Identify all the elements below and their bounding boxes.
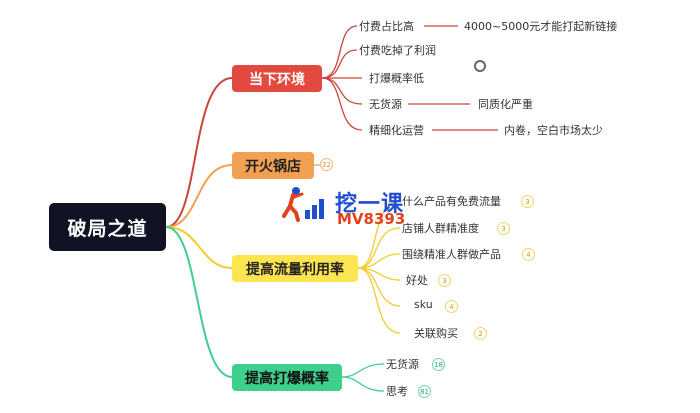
leaf-store-crowd[interactable]: 店铺人群精准度: [402, 222, 479, 235]
leaf-crowd-product-badge: 4: [522, 248, 535, 261]
root-node[interactable]: 破局之道: [49, 203, 166, 251]
leaf-benefit-badge: 3: [438, 274, 451, 287]
leaf-related-purchase-badge: 2: [474, 327, 487, 340]
connector-red-4: [321, 77, 363, 105]
leaf-fine-ops[interactable]: 精细化运营: [369, 124, 424, 137]
leaf-low-hit[interactable]: 打爆概率低: [369, 72, 424, 85]
connector-yellow-1: [357, 200, 401, 269]
leaf-free-traffic-badge: 3: [521, 195, 534, 208]
leaf-green-no-source[interactable]: 无货源: [386, 358, 419, 371]
leaf-paid-profit[interactable]: 付费吃掉了利润: [359, 44, 436, 57]
branch-current-environment[interactable]: 当下环境: [232, 65, 322, 92]
connector-red-1: [321, 25, 358, 79]
branch-hotpot[interactable]: 开火锅店: [232, 152, 314, 179]
connector-root-green: [165, 226, 233, 378]
leaf-think-badge: 81: [418, 385, 431, 398]
branch-traffic-utilization[interactable]: 提高流量利用率: [232, 255, 358, 282]
connector-root-red: [165, 77, 233, 228]
leaf-think[interactable]: 思考: [386, 385, 408, 398]
leaf-sku-badge: 4: [445, 300, 458, 313]
note-no-source: 同质化严重: [478, 98, 533, 111]
note-paid-share: 4000~5000元才能打起新链接: [464, 20, 618, 33]
connector-yellow-2: [357, 227, 401, 269]
leaf-store-crowd-badge: 3: [497, 222, 510, 235]
leaf-sku[interactable]: sku: [414, 298, 433, 311]
connector-green-2: [341, 376, 385, 392]
connector-red-2: [321, 49, 358, 79]
note-fine-ops: 内卷，空白市场太少: [504, 124, 603, 137]
connector-red-5: [321, 77, 363, 131]
watermark-title: 挖一课: [335, 192, 405, 217]
cursor-ring-icon: [474, 60, 486, 72]
leaf-related-purchase[interactable]: 关联购买: [414, 327, 458, 340]
leaf-crowd-product[interactable]: 围绕精准人群做产品: [402, 248, 501, 261]
branch-hotpot-badge: 22: [320, 158, 333, 171]
leaf-benefit[interactable]: 好处: [406, 274, 428, 287]
branch-hit-probability[interactable]: 提高打爆概率: [232, 364, 342, 391]
connector-green-1: [341, 363, 385, 378]
connector-yellow-6: [357, 267, 401, 334]
leaf-no-source[interactable]: 无货源: [369, 98, 402, 111]
leaf-green-no-source-badge: 18: [432, 358, 445, 371]
watermark-logo-icon: [282, 187, 324, 222]
connector-yellow-5: [357, 267, 401, 307]
connector-root-yellow: [165, 226, 233, 269]
leaf-free-traffic[interactable]: 什么产品有免费流量: [402, 195, 501, 208]
watermark-subtitle: MV8393: [337, 210, 406, 228]
connector-root-orange: [165, 164, 233, 228]
leaf-paid-share[interactable]: 付费占比高: [359, 20, 414, 33]
